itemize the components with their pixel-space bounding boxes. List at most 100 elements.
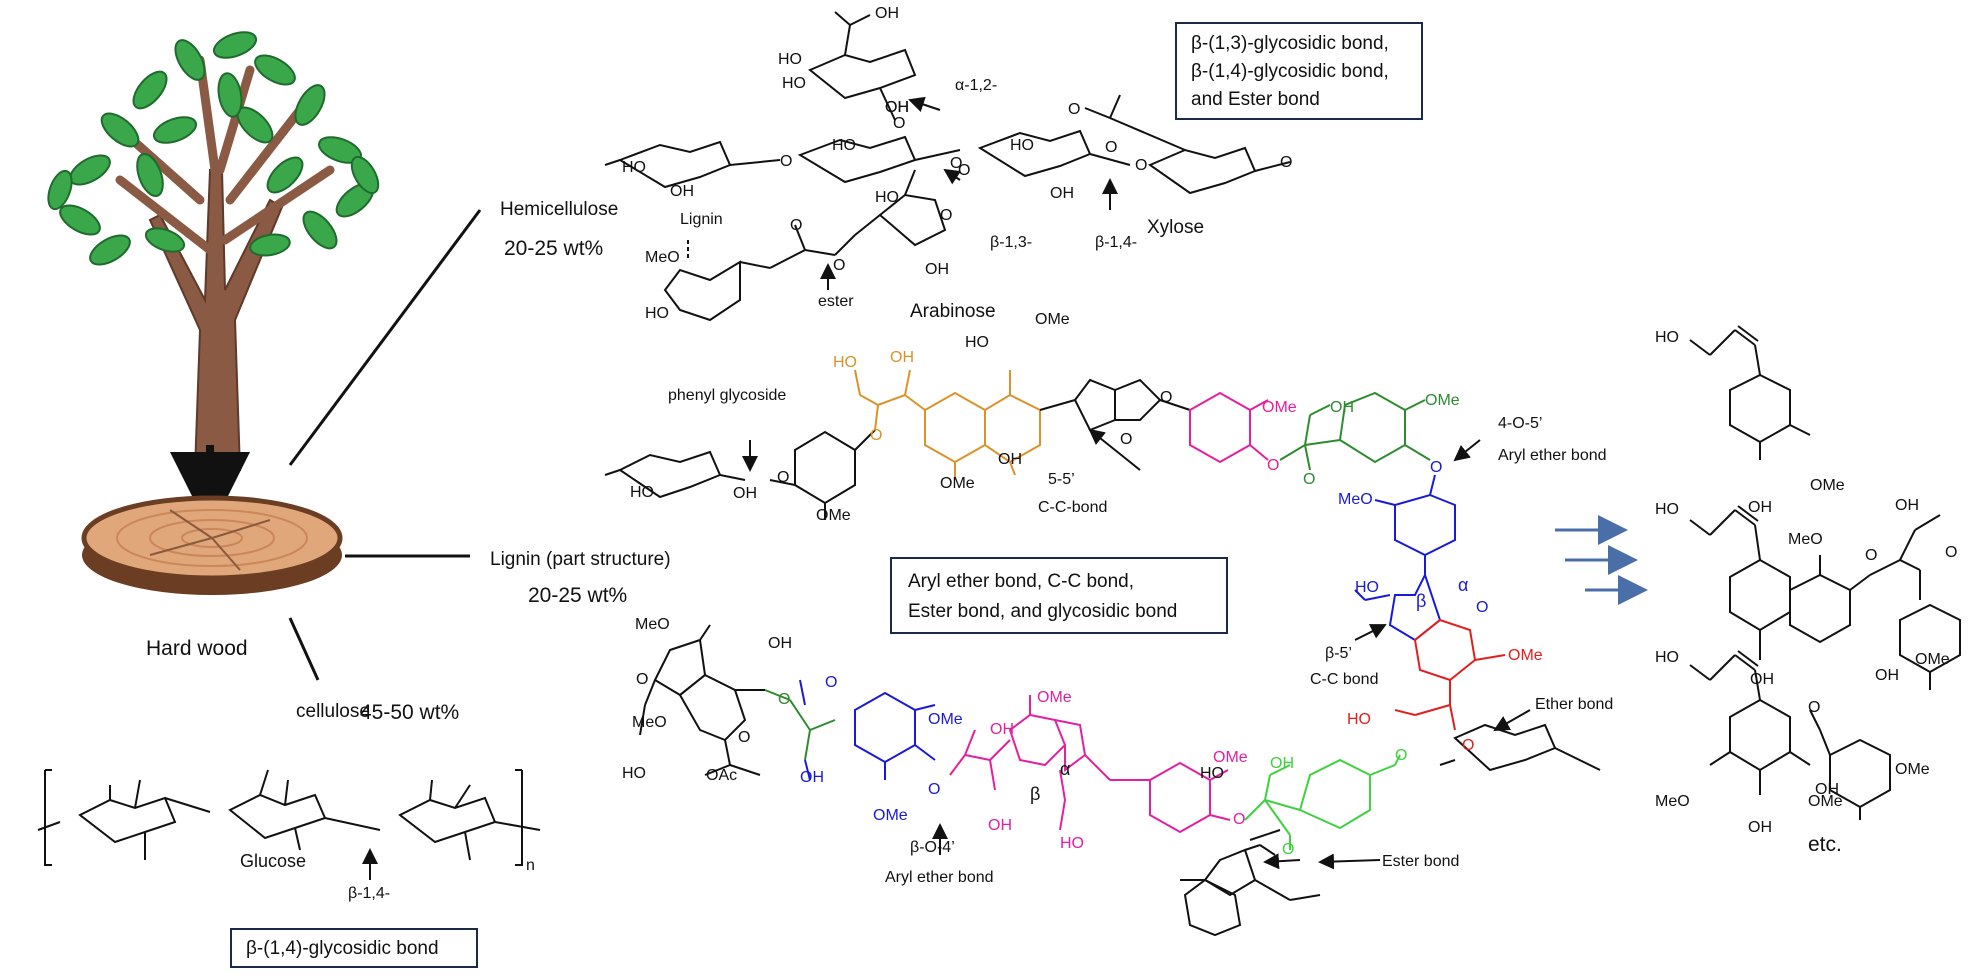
- atom: O: [1267, 457, 1280, 474]
- atom: OMe: [1037, 689, 1072, 706]
- lignin-box-line-1: Aryl ether bond, C-C bond,: [908, 571, 1135, 592]
- atom: O: [1160, 389, 1173, 406]
- hemicellulose-wt-label: 20-25 wt%: [504, 237, 604, 260]
- hemicellulose-box-line-3: and Ester bond: [1191, 89, 1320, 110]
- atom: O: [1430, 459, 1443, 476]
- lignin-structure: [604, 369, 1601, 772]
- lignin-box-line-2: Ester bond, and glycosidic bond: [908, 601, 1178, 622]
- atom: O: [738, 729, 751, 746]
- cellulose-structure: [37, 769, 541, 880]
- atom: O: [1395, 747, 1408, 764]
- atom: MeO: [1788, 531, 1823, 548]
- wood-slice-illustration: [81, 495, 343, 595]
- glucose-label: Glucose: [240, 851, 307, 871]
- hemicellulose-box-line-2: β-(1,4)-glycosidic bond,: [1191, 61, 1389, 82]
- atom: OMe: [1035, 311, 1070, 328]
- atom: OH: [1330, 399, 1354, 416]
- atom: O: [940, 207, 953, 224]
- hardwood-label: Hard wood: [146, 637, 248, 660]
- atom: OH: [875, 5, 899, 22]
- atom: OH: [1750, 671, 1774, 688]
- atom: O: [870, 427, 883, 444]
- atom: O: [636, 671, 649, 688]
- beta13-label: β-1,3-: [990, 234, 1033, 251]
- lignin-bottom-structure: [639, 624, 1401, 937]
- alpha-label: α: [1458, 575, 1469, 595]
- atom: OMe: [1262, 399, 1297, 416]
- ester-bond-label: Ester bond: [1382, 853, 1460, 870]
- cc-bond-label: C-C-bond: [1038, 499, 1108, 516]
- cellulose-bond-box: β-(1,4)-glycosidic bond: [230, 928, 478, 968]
- atom: HO: [1010, 137, 1034, 154]
- ether-bond-label: Ether bond: [1535, 696, 1614, 713]
- atom: MeO: [635, 616, 670, 633]
- beta-bottom-label: β: [1030, 784, 1041, 804]
- atom: O: [778, 691, 791, 708]
- atom: O: [790, 217, 803, 234]
- atom: MeO: [645, 249, 680, 266]
- cellulose-repeat-n: n: [526, 857, 535, 874]
- cellulose-bond-position: β-1,4-: [348, 885, 391, 902]
- atom: HO: [965, 334, 989, 351]
- atom: OH: [988, 817, 1012, 834]
- atom: O: [928, 781, 941, 798]
- atom: OH: [885, 99, 909, 116]
- atom: OAc: [706, 767, 738, 784]
- cellulose-bond-box-text: β-(1,4)-glycosidic bond: [246, 938, 439, 959]
- xylose-label: Xylose: [1147, 217, 1205, 238]
- atom: O: [1865, 547, 1878, 564]
- atom: OH: [670, 183, 694, 200]
- lignin-wt-label: 20-25 wt%: [528, 584, 628, 607]
- hemicellulose-label: Hemicellulose: [500, 199, 619, 220]
- atom: OH: [1050, 185, 1074, 202]
- bond-4o5-label: 4-O-5’: [1498, 415, 1543, 432]
- arabinose-label: Arabinose: [910, 301, 996, 322]
- atom: HO: [645, 305, 669, 322]
- atom: OMe: [1425, 392, 1460, 409]
- ester-label: ester: [818, 293, 854, 310]
- atom: O: [1945, 544, 1958, 561]
- atom: OH: [800, 769, 824, 786]
- products-etc-label: etc.: [1808, 833, 1842, 856]
- atom: O: [833, 257, 846, 274]
- conversion-arrows: [1555, 515, 1648, 605]
- alpha12-label: α-1,2-: [955, 77, 998, 94]
- atom: OMe: [1213, 749, 1248, 766]
- atom: OMe: [1915, 651, 1950, 668]
- atom: OH: [1270, 755, 1294, 772]
- aryl-ether-2-label: Aryl ether bond: [885, 869, 994, 886]
- tree-illustration: [47, 31, 380, 532]
- atom: O: [1476, 599, 1489, 616]
- atom: O: [893, 115, 906, 132]
- atom: MeO: [1655, 793, 1690, 810]
- atom: MeO: [632, 714, 667, 731]
- atom: OMe: [873, 807, 908, 824]
- beta14-label: β-1,4-: [1095, 234, 1138, 251]
- bond-bo4-label: β-O-4’: [910, 839, 955, 856]
- atom: HO: [833, 354, 857, 371]
- monomer-products: [1689, 325, 1961, 820]
- atom: HO: [875, 189, 899, 206]
- atom: OH: [1895, 497, 1919, 514]
- hemicellulose-bond-box: β-(1,3)-glycosidic bond, β-(1,4)-glycosi…: [1175, 22, 1423, 120]
- atom: O: [1303, 471, 1316, 488]
- atom: HO: [622, 765, 646, 782]
- hemicellulose-box-line-1: β-(1,3)-glycosidic bond,: [1191, 33, 1389, 54]
- alpha-bottom-label: α: [1060, 759, 1071, 779]
- hemicellulose-structure: [604, 11, 1291, 322]
- atom: HO: [630, 484, 654, 501]
- beta-label: β: [1416, 591, 1427, 611]
- atom: HO: [832, 137, 856, 154]
- atom: OMe: [1508, 647, 1543, 664]
- atom: MeO: [1338, 491, 1373, 508]
- connector-lines: [288, 209, 482, 681]
- bond-b5-label: β-5’: [1325, 645, 1352, 662]
- atom: OMe: [928, 711, 963, 728]
- atom: O: [825, 674, 838, 691]
- atom: HO: [1347, 711, 1371, 728]
- atom: O: [777, 469, 790, 486]
- atom: HO: [1655, 501, 1679, 518]
- atom: HO: [1655, 329, 1679, 346]
- atom: OH: [1748, 819, 1772, 836]
